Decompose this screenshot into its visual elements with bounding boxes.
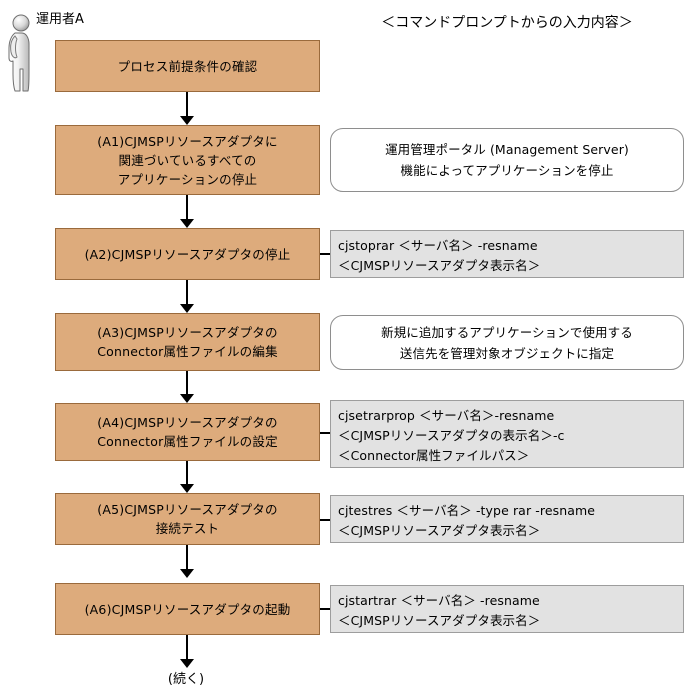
connector-line-6 [186, 635, 188, 664]
connector-arrow-2 [180, 304, 194, 313]
process-box-step-a2[interactable]: (A2)CJMSPリソースアダプタの停止 [55, 228, 320, 280]
command-box-step-a2: cjstoprar ＜サーバ名＞ -resname ＜CJMSPリソースアダプタ… [330, 230, 684, 278]
process-box-step-a5[interactable]: (A5)CJMSPリソースアダプタの接続テスト [55, 493, 320, 545]
person-icon [4, 14, 46, 94]
command-box-step-a4: cjsetrarprop ＜サーバ名＞-resname ＜CJMSPリソースアダ… [330, 400, 684, 468]
connector-arrow-0 [180, 116, 194, 125]
note-box-step-a1: 運用管理ポータル (Management Server)機能によってアプリケーシ… [330, 128, 684, 192]
continuation-label: (続く) [167, 672, 205, 687]
connector-arrow-3 [180, 394, 194, 403]
connector-line-2 [186, 280, 188, 309]
connector-line-3 [186, 371, 188, 399]
actor-label: 運用者A [36, 12, 84, 27]
dashed-connector-a2 [320, 253, 332, 255]
dashed-connector-a6 [320, 608, 332, 610]
connector-line-1 [186, 195, 188, 224]
dashed-connector-a4 [320, 432, 332, 434]
dashed-connector-a5 [320, 519, 332, 521]
column-header: ＜コマンドプロンプトからの入力内容＞ [381, 15, 633, 31]
connector-arrow-1 [180, 219, 194, 228]
command-box-step-a5: cjtestres ＜サーバ名＞ -type rar -resname ＜CJM… [330, 495, 684, 543]
connector-arrow-4 [180, 484, 194, 493]
connector-line-0 [186, 92, 188, 121]
process-box-step-a1[interactable]: (A1)CJMSPリソースアダプタに関連づいているすべてのアプリケーションの停止 [55, 125, 320, 195]
note-box-step-a3: 新規に追加するアプリケーションで使用する送信先を管理対象オブジェクトに指定 [330, 315, 684, 370]
connector-line-5 [186, 545, 188, 574]
connector-arrow-5 [180, 569, 194, 578]
command-box-step-a6: cjstartrar ＜サーバ名＞ -resname ＜CJMSPリソースアダプ… [330, 585, 684, 633]
process-box-step-0[interactable]: プロセス前提条件の確認 [55, 40, 320, 92]
connector-arrow-6 [180, 659, 194, 668]
connector-line-4 [186, 461, 188, 489]
process-box-step-a6[interactable]: (A6)CJMSPリソースアダプタの起動 [55, 583, 320, 635]
